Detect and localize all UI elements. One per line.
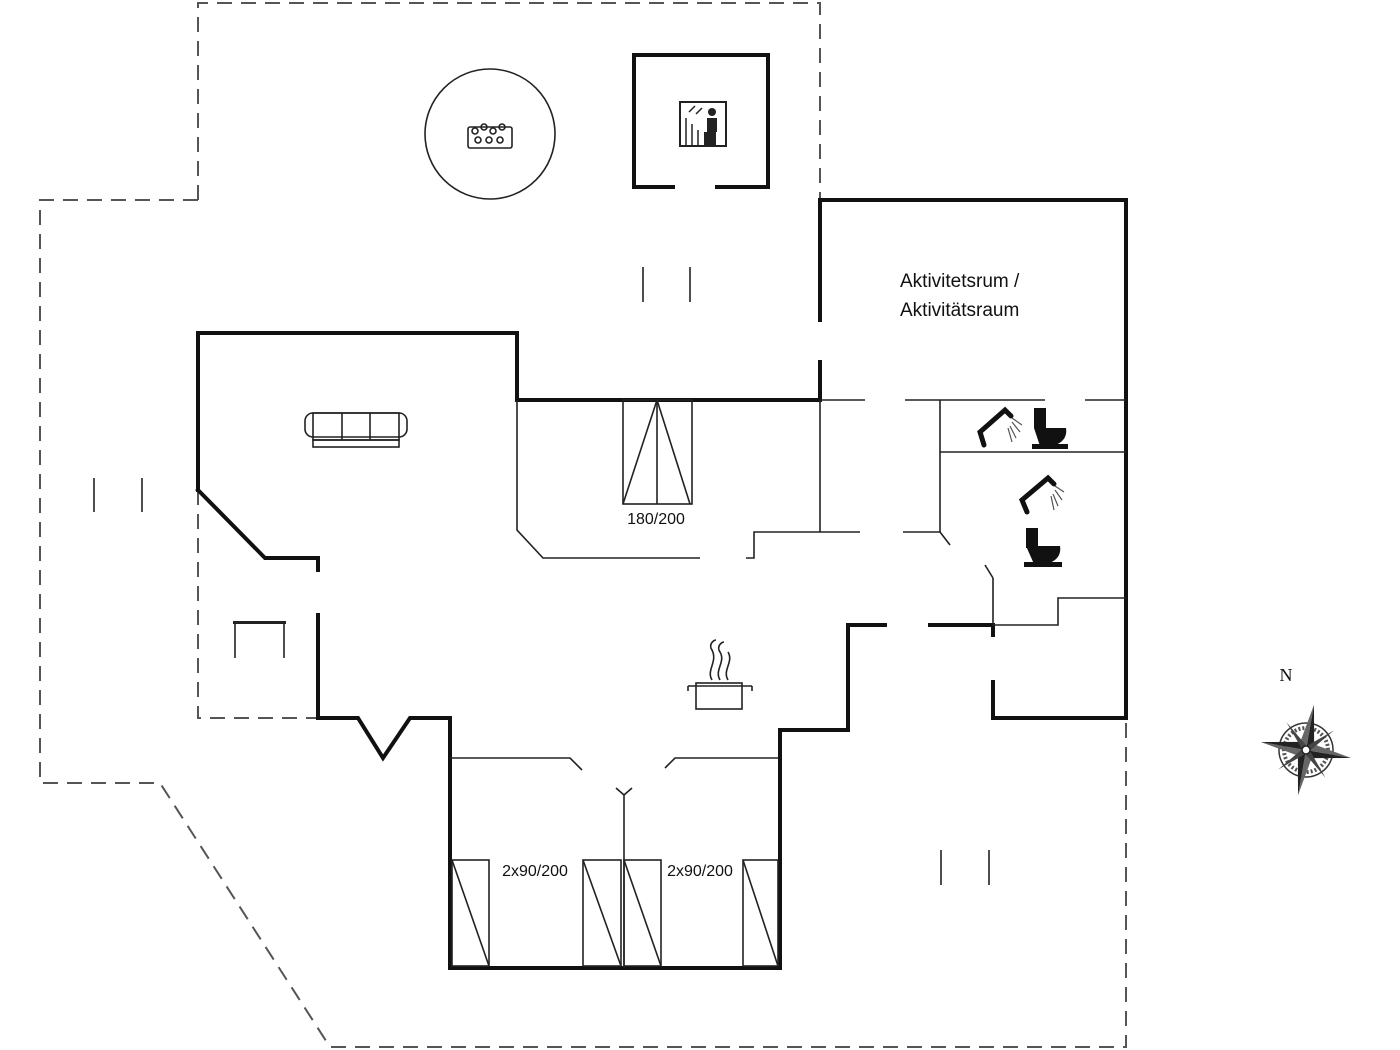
kitchen-pot-icon (687, 639, 753, 710)
terrace-outline (39, 2, 1127, 1048)
activity-room-label: Aktivitetsrum / Aktivitätsraum (900, 271, 1025, 321)
shower-icon (1018, 474, 1065, 515)
bedroom-left-beds (451, 859, 622, 967)
hot-tub-icon (424, 68, 556, 200)
bedroom-right-beds (623, 859, 779, 967)
compass-north-label: N (1280, 665, 1293, 685)
sofa-icon (304, 412, 408, 448)
sauna-icon (679, 101, 727, 147)
exterior-walls (195, 53, 1128, 970)
bedroom-left-bed-label: 2x90/200 (502, 863, 568, 880)
bedroom-right-bed-label: 2x90/200 (667, 863, 733, 880)
activity-room-label-line1: Aktivitetsrum / (900, 271, 1020, 292)
master-bed (622, 399, 693, 505)
fireplace-icon (233, 621, 286, 624)
master-bed-label: 180/200 (627, 511, 685, 528)
toilet-icon (1032, 408, 1068, 449)
compass-rose-icon (1260, 704, 1352, 796)
shower-icon (977, 406, 1023, 448)
activity-room-label-line2: Aktivitätsraum (900, 300, 1019, 321)
toilet-icon (1024, 528, 1062, 567)
interior-walls (234, 399, 1126, 968)
opening-markers (93, 267, 990, 885)
